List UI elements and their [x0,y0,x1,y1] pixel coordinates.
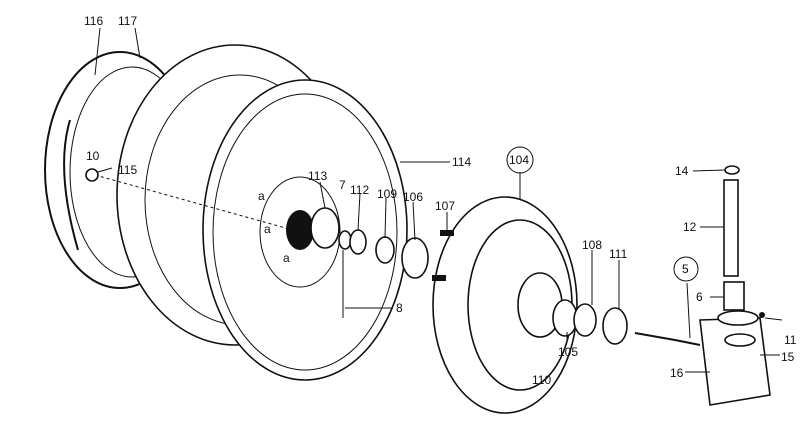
leader-lines [94,27,783,373]
part-label: 109 [377,187,397,201]
part-label: 10 [86,149,100,163]
part-label: 11 [784,333,797,347]
brake-drum-104 [432,196,578,414]
part-label: 117 [118,14,137,28]
nut-115 [85,168,99,182]
part-label: 7 [339,178,346,192]
hub-parts [310,207,429,318]
part-label: 110 [532,373,551,387]
hole-mark: a [264,222,271,236]
part-label: 107 [435,199,455,213]
bearings [552,299,628,345]
part-label: 113 [308,169,327,183]
part-label: 14 [675,164,689,178]
part-label: 16 [670,366,684,380]
part-label: 105 [558,345,578,359]
hole-mark: a [258,189,265,203]
stub-axle [634,165,771,406]
hole-mark: a [283,251,290,265]
part-label: 108 [582,238,602,252]
callout-circle-5 [673,256,699,282]
callout-circle-104 [506,146,534,174]
part-label: 5 [682,262,689,276]
wheel-rim-114 [202,79,408,381]
part-label: 104 [509,153,529,167]
part-label: 115 [118,163,137,177]
part-label: 112 [350,183,369,197]
part-label: 106 [403,190,423,204]
part-label: 111 [609,247,628,261]
part-label: 8 [396,301,403,315]
part-label: 6 [696,290,703,304]
part-label: 116 [84,14,103,28]
part-label: 15 [781,350,795,364]
part-label: 114 [452,155,471,169]
part-label: 12 [683,220,697,234]
